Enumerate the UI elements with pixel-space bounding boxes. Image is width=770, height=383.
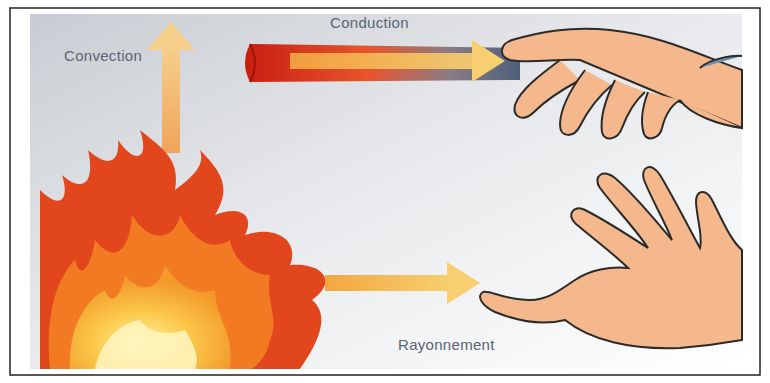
process-label: Conduction: [330, 14, 409, 31]
frame: [10, 8, 760, 375]
conduction-arrow: [290, 40, 505, 82]
process-label: Convection: [64, 47, 142, 64]
fire: [40, 130, 325, 369]
process-label: Rayonnement: [398, 336, 495, 353]
hand-holding-rod: [502, 29, 742, 139]
open-hand: [480, 167, 742, 348]
background: [30, 14, 742, 369]
radiation-arrow: [325, 262, 480, 304]
convection-arrow: [147, 22, 195, 153]
